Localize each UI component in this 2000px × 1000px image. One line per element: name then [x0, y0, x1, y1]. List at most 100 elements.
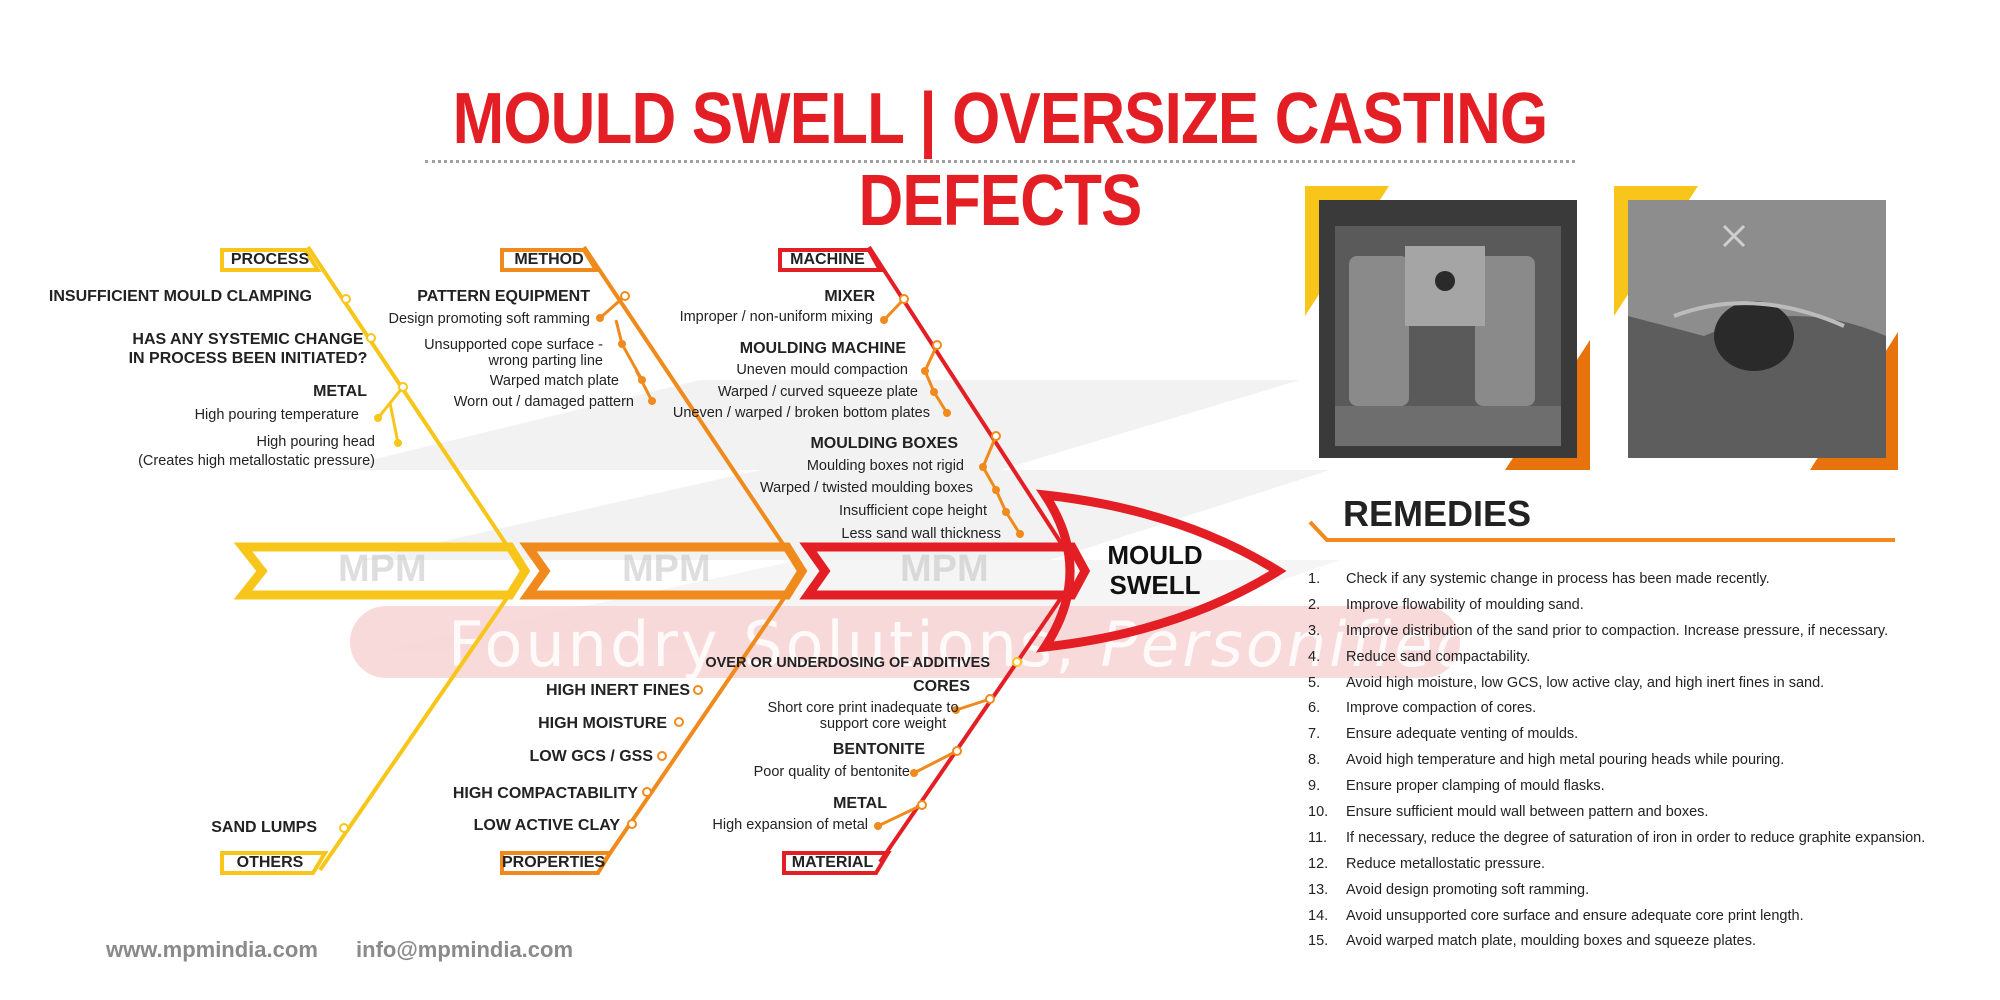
- category-process: PROCESS: [230, 251, 310, 268]
- cause-high-metal-expansion: High expansion of metal: [712, 817, 868, 833]
- cause-low-gcs-gss: LOW GCS / GSS: [529, 748, 653, 765]
- remedy-text: Ensure adequate venting of moulds.: [1346, 726, 1579, 743]
- cause-cores: CORES: [913, 678, 970, 695]
- cause-low-active-clay: LOW ACTIVE CLAY: [473, 817, 620, 834]
- remedy-number: 14.: [1308, 907, 1329, 924]
- cause-soft-ramming-design: Design promoting soft ramming: [388, 311, 590, 327]
- remedy-number: 12.: [1308, 855, 1329, 872]
- remedy-item: 6.Improve compaction of cores.: [1308, 699, 1925, 725]
- casting-photo-2: [1614, 186, 1898, 470]
- cause-less-sand-wall: Less sand wall thickness: [841, 526, 1001, 542]
- watermark-logo-1: MPM: [338, 548, 427, 590]
- remedy-item: 1. Check if any systemic change in proces…: [1308, 570, 1925, 596]
- spine-segment-yellow: [233, 542, 531, 600]
- remedy-item: 7. Ensure adequate venting of moulds.: [1308, 725, 1925, 751]
- remedy-item: 14. Avoid unsupported core surface and en…: [1308, 907, 1925, 933]
- page-title: MOULD SWELL | OVERSIZE CASTING DEFECTS: [452, 79, 1549, 241]
- cause-high-pouring-temperature: High pouring temperature: [194, 407, 359, 423]
- footer-website-link[interactable]: www.mpmindia.com: [106, 937, 318, 962]
- cause-high-moisture: HIGH MOISTURE: [538, 715, 667, 732]
- cause-moulding-boxes: MOULDING BOXES: [810, 435, 958, 452]
- remedy-item: 15. Avoid warped match plate, moulding bo…: [1308, 932, 1925, 958]
- cause-high-compactability: HIGH COMPACTABILITY: [452, 785, 638, 802]
- casting-photo-1: [1305, 186, 1590, 470]
- cause-mixer: MIXER: [824, 288, 875, 305]
- remedy-item: 10. Ensure sufficient mould wall between …: [1308, 803, 1925, 829]
- fish-head-label: MOULD SWELL: [1107, 540, 1203, 600]
- remedy-item: 2.Improve flowability of moulding sand.: [1308, 596, 1925, 622]
- category-machine: MACHINE: [790, 251, 865, 268]
- cause-poor-bentonite: Poor quality of bentonite: [753, 764, 910, 780]
- remedy-text: Improve distribution of the sand prior t…: [1346, 622, 1889, 639]
- cause-worn-damaged-pattern: Worn out / damaged pattern: [453, 394, 634, 410]
- remedy-text: Check if any systemic change in process …: [1346, 571, 1770, 587]
- remedy-number: 3.: [1308, 622, 1321, 639]
- cause-systemic-change-2: IN PROCESS BEEN INITIATED?: [128, 350, 368, 367]
- cause-sand-lumps: SAND LUMPS: [211, 819, 317, 836]
- cause-pattern-equipment: PATTERN EQUIPMENT: [417, 288, 590, 305]
- remedy-number: 15.: [1308, 933, 1329, 950]
- remedy-item: 11. If necessary, reduce the degree of sa…: [1308, 829, 1925, 855]
- cause-broken-bottom-plates: Uneven / warped / broken bottom plates: [672, 405, 930, 421]
- footer: www.mpmindia.com info@mpmindia.com: [106, 937, 605, 963]
- cause-insufficient-mould-clamping: INSUFFICIENT MOULD CLAMPING: [48, 288, 312, 305]
- remedy-text: Ensure sufficient mould wall between pat…: [1346, 804, 1709, 821]
- category-properties: PROPERTIES: [502, 854, 606, 871]
- cause-twisted-boxes: Warped / twisted moulding boxes: [759, 480, 973, 496]
- fish-head: [1035, 489, 1287, 653]
- remedy-item: 3. Improve distribution of the sand prior…: [1308, 622, 1925, 648]
- cause-short-core-print-1: Short core print inadequate to: [767, 700, 959, 716]
- remedy-item: 13.Avoid design promoting soft ramming.: [1308, 881, 1925, 907]
- remedy-number: 11.: [1308, 829, 1328, 846]
- remedy-text: If necessary, reduce the degree of satur…: [1346, 829, 1926, 846]
- watermark-logo-2: MPM: [622, 548, 711, 590]
- cause-additives-dosing: OVER OR UNDERDOSING OF ADDITIVES: [705, 655, 990, 671]
- cause-metal-process: METAL: [313, 383, 367, 400]
- remedy-text: Avoid high temperature and high metal po…: [1346, 752, 1785, 769]
- cause-improper-mixing: Improper / non-uniform mixing: [679, 309, 873, 325]
- cause-high-pouring-head: High pouring head: [256, 434, 375, 450]
- cause-short-core-print-2: support core weight: [819, 716, 947, 732]
- remedy-number: 10.: [1308, 804, 1329, 821]
- remedy-item: 4.Reduce sand compactability.: [1308, 648, 1925, 674]
- remedy-number: 5.: [1308, 674, 1321, 691]
- remedy-item: 9.Ensure proper clamping of mould flasks…: [1308, 777, 1925, 803]
- title-divider: [425, 160, 1575, 163]
- spine-segment-orange: [519, 542, 808, 600]
- cause-metal-material: METAL: [833, 795, 887, 812]
- category-material: MATERIAL: [791, 854, 874, 871]
- category-others: OTHERS: [236, 854, 304, 871]
- cause-high-inert-fines: HIGH INERT FINES: [545, 682, 690, 699]
- watermark-tagline: Foundry Solutions, Personified: [448, 608, 1478, 681]
- remedies-title: REMEDIES: [1343, 493, 1532, 534]
- cause-moulding-machine: MOULDING MACHINE: [739, 340, 906, 357]
- remedy-item: 8. Avoid high temperature and high metal …: [1308, 751, 1925, 777]
- remedy-number: 2.: [1308, 596, 1321, 613]
- remedy-number: 4.: [1308, 648, 1321, 665]
- cause-bentonite: BENTONITE: [832, 741, 925, 758]
- remedy-number: 8.: [1308, 752, 1321, 769]
- remedy-text: Avoid high moisture, low GCS, low active…: [1346, 674, 1825, 691]
- cause-unsupported-cope-1: Unsupported cope surface -: [424, 337, 603, 353]
- spine-segment-red: [799, 542, 1091, 600]
- remedy-text: Improve compaction of cores.: [1346, 700, 1537, 717]
- cause-metallostatic-pressure: (Creates high metallostatic pressure): [138, 453, 375, 469]
- remedy-text: Avoid warped match plate, moulding boxes…: [1346, 933, 1757, 950]
- remedy-number: 9.: [1308, 778, 1321, 795]
- watermark-logo-3: MPM: [900, 548, 989, 590]
- remedies-underline: [1308, 520, 1895, 542]
- remedy-text: Avoid design promoting soft ramming.: [1346, 881, 1590, 898]
- cause-systemic-change-1: HAS ANY SYSTEMIC CHANGE: [132, 331, 364, 348]
- footer-email-link[interactable]: info@mpmindia.com: [356, 937, 574, 962]
- remedy-number: 7.: [1308, 726, 1321, 743]
- cause-warped-match-plate: Warped match plate: [489, 373, 619, 389]
- cause-uneven-compaction: Uneven mould compaction: [736, 362, 908, 378]
- cause-warped-squeeze-plate: Warped / curved squeeze plate: [717, 384, 918, 400]
- remedy-number: 1.: [1308, 571, 1321, 587]
- remedy-item: 5. Avoid high moisture, low GCS, low acti…: [1308, 674, 1925, 700]
- remedy-text: Avoid unsupported core surface and ensur…: [1346, 907, 1804, 924]
- cause-unsupported-cope-2: wrong parting line: [488, 353, 603, 369]
- cause-boxes-not-rigid: Moulding boxes not rigid: [806, 458, 964, 474]
